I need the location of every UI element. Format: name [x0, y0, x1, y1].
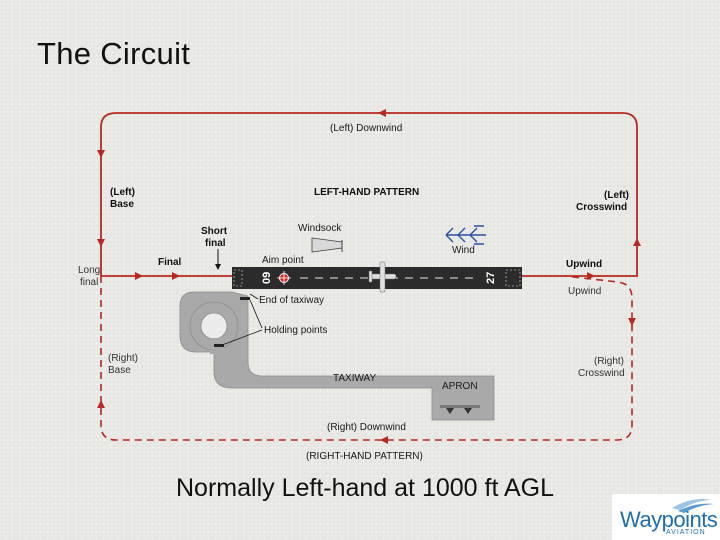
holding-points-pointer-1: [249, 299, 263, 329]
runway: [232, 261, 522, 293]
label-right-heading: (RIGHT-HAND PATTERN): [306, 451, 423, 462]
label-left-crosswind-2: Crosswind: [576, 202, 627, 213]
label-long-final-1: Long: [78, 265, 100, 276]
label-wind: Wind: [452, 245, 475, 256]
footer-caption: Normally Left-hand at 1000 ft AGL: [176, 474, 554, 502]
label-holding-points: Holding points: [264, 325, 327, 336]
logo-text: Waypoints: [620, 507, 718, 532]
label-right-base-2: Base: [108, 365, 131, 376]
aircraft-icon: [368, 261, 397, 293]
arrow-final2-icon: [172, 272, 180, 280]
logo-swoosh-icon: [672, 499, 714, 513]
slide-title: The Circuit: [37, 36, 191, 71]
left-hand-circuit: [100, 112, 638, 277]
arrow-right-crosswind-icon: [628, 318, 636, 326]
arrow-base2-icon: [97, 239, 105, 247]
label-final: Final: [158, 257, 182, 268]
end-of-taxiway-pointer: [249, 293, 259, 300]
taxiway-system: [179, 291, 495, 421]
label-apron: APRON: [442, 381, 478, 392]
label-left-heading: LEFT-HAND PATTERN: [314, 187, 419, 198]
runway-number-right: 27: [485, 272, 497, 284]
arrow-upwind-icon: [587, 272, 595, 280]
label-aim-point: Aim point: [262, 255, 304, 266]
waypoints-logo: Waypoints AVIATION: [612, 494, 720, 540]
arrow-base-icon: [97, 150, 105, 158]
label-taxiway: TAXIWAY: [333, 373, 376, 384]
arrow-downwind-icon: [378, 109, 386, 117]
label-left-base-2: Base: [110, 199, 134, 210]
label-windsock: Windsock: [298, 223, 342, 234]
label-short-final-1: Short: [201, 226, 228, 237]
short-final-arrow-icon: [215, 264, 221, 270]
label-right-upwind: Upwind: [568, 286, 601, 297]
arrow-right-downwind-icon: [380, 436, 388, 444]
label-left-upwind: Upwind: [566, 259, 602, 270]
holding-points-pointer-2: [221, 329, 263, 346]
logo-subtext: AVIATION: [666, 529, 706, 536]
arrow-final-icon: [135, 272, 143, 280]
runway-number-left: 09: [261, 272, 273, 284]
label-right-crosswind-1: (Right): [594, 356, 624, 367]
windsock-icon: [311, 237, 343, 253]
label-long-final-2: final: [80, 277, 98, 288]
label-right-base-1: (Right): [108, 353, 138, 364]
label-left-crosswind-1: (Left): [604, 190, 629, 201]
right-hand-circuit: [100, 275, 633, 441]
arrow-right-base-icon: [97, 400, 105, 408]
label-right-crosswind-2: Crosswind: [578, 368, 625, 379]
wind-arrows-icon: [445, 225, 486, 245]
label-end-of-taxiway: End of taxiway: [259, 295, 324, 306]
label-short-final-2: final: [205, 238, 226, 249]
label-left-downwind: (Left) Downwind: [330, 123, 402, 134]
arrow-crosswind-icon: [633, 238, 641, 246]
label-left-base-1: (Left): [110, 187, 135, 198]
label-right-downwind: (Right) Downwind: [327, 422, 406, 433]
